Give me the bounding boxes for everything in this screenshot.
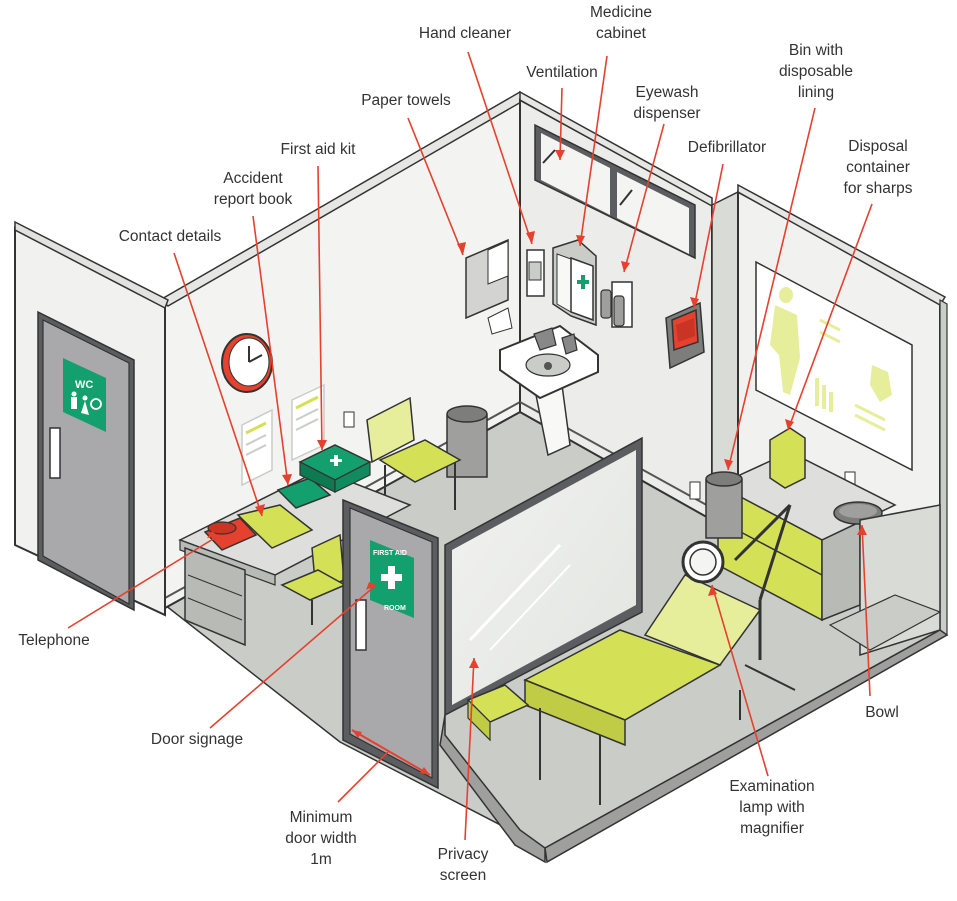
visitor-chair bbox=[366, 396, 462, 510]
first-aid-room-door[interactable]: FIRST AID ROOM bbox=[342, 498, 439, 790]
front-wall bbox=[439, 629, 949, 864]
wc-door-window bbox=[49, 427, 61, 479]
anatomy-chart bbox=[689, 260, 913, 500]
lined-bin bbox=[705, 471, 743, 539]
side-bench bbox=[828, 504, 942, 657]
medicine-cabinet bbox=[552, 239, 597, 327]
label-door-signage: Door signage bbox=[150, 731, 244, 748]
wc-sign: WC bbox=[63, 358, 106, 432]
defibrillator bbox=[665, 301, 705, 370]
leader-lines bbox=[67, 51, 873, 841]
label-hand-cleaner: Hand cleaner bbox=[418, 25, 512, 42]
sharps-container bbox=[769, 427, 806, 489]
label-paper-towels: Paper towels bbox=[361, 92, 451, 109]
first-aid-sign-line1: FIRST AID bbox=[373, 550, 407, 557]
corridor-wall-top bbox=[14, 220, 169, 310]
accident-report-book bbox=[236, 477, 332, 549]
wall-clock bbox=[221, 333, 273, 393]
eyewash-dispenser bbox=[600, 281, 633, 328]
sink bbox=[499, 324, 599, 457]
privacy-screen bbox=[444, 436, 643, 717]
label-contact-details: Contact details bbox=[118, 228, 222, 245]
pedal-bin bbox=[446, 405, 488, 478]
label-bowl: Bowl bbox=[865, 704, 899, 721]
wall-notices bbox=[241, 383, 355, 487]
leader-arrowheads bbox=[207, 150, 867, 668]
paper-towel-dispenser bbox=[465, 238, 513, 335]
first-aid-sign-line2: ROOM bbox=[384, 605, 406, 612]
telephone bbox=[203, 517, 258, 551]
examination-lamp bbox=[681, 503, 796, 691]
label-first-aid-kit: First aid kit bbox=[280, 141, 356, 158]
label-defibrillator: Defibrillator bbox=[687, 139, 767, 156]
door-width-dimension bbox=[351, 729, 431, 776]
office-chair bbox=[280, 533, 347, 625]
bowl bbox=[833, 501, 883, 525]
first-aid-kit bbox=[298, 444, 372, 493]
label-telephone: Telephone bbox=[18, 632, 90, 649]
hand-cleaner bbox=[526, 249, 545, 297]
examination-couch bbox=[523, 574, 762, 805]
label-ventilation: Ventilation bbox=[526, 64, 598, 81]
stool bbox=[466, 684, 530, 742]
wc-sign-text: WC bbox=[75, 379, 93, 391]
right-wall-edge bbox=[939, 298, 948, 637]
